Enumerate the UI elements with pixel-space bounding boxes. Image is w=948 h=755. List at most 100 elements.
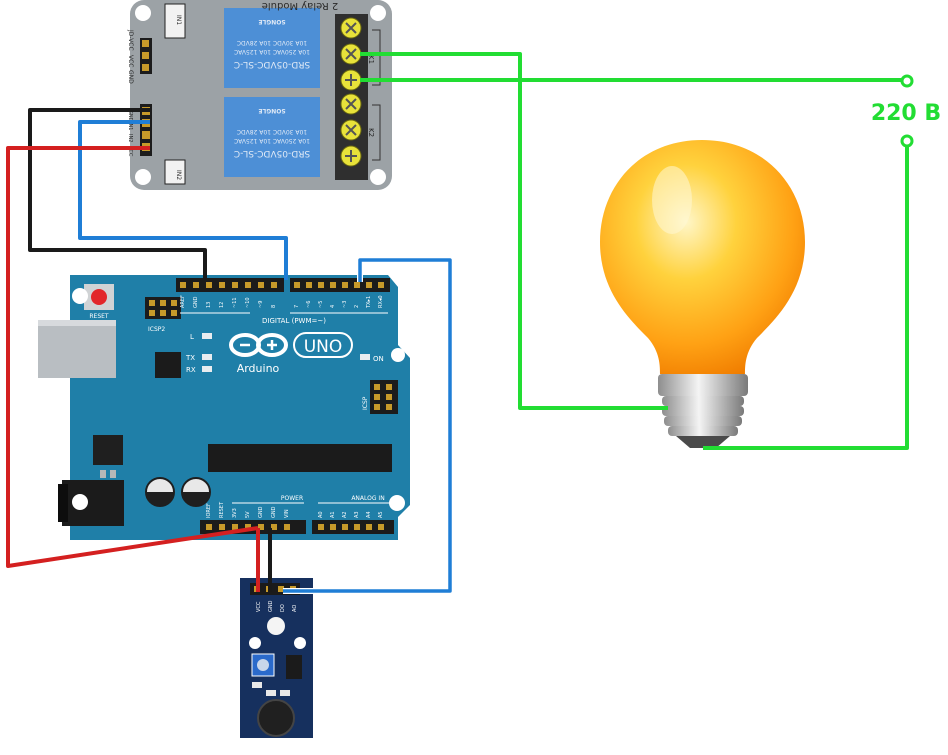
power-pin-label: VIN (284, 509, 290, 518)
analog-pin-label: A3 (354, 511, 360, 518)
digital-pin-label: TX▸1 (366, 296, 372, 309)
sensor-pin-gnd: GND (268, 600, 274, 612)
relay-2-brand: SONGLE (258, 107, 285, 114)
digital-pin-hole (318, 282, 324, 288)
power-pin-hole (219, 524, 225, 530)
digital-pin-label: ~10 (245, 297, 251, 308)
digital-header-holes (180, 282, 384, 288)
wire-lamp-return-green (703, 142, 909, 450)
digital-pin-hole (294, 282, 300, 288)
power-pin-hole (271, 524, 277, 530)
relay-2-rating-1: 10A 250VAC 10A 125VAC (234, 137, 310, 144)
sensor-pin-ao: AO (292, 605, 298, 612)
arduino-analog-label: ANALOG IN (351, 495, 384, 502)
digital-pin-label: ~9 (258, 301, 264, 308)
relay-power-pin-gnd: GND (127, 70, 134, 84)
relay-module: SRD-05VDC-SL-C 10A 250VAC 10A 125VAC 10A… (127, 0, 392, 190)
digital-pin-label: 2 (354, 305, 360, 308)
digital-pin-hole (180, 282, 186, 288)
arduino-on-label: ON (373, 355, 384, 363)
light-bulb (600, 140, 805, 448)
digital-pin-hole (206, 282, 212, 288)
digital-pin-label: ~3 (342, 301, 348, 308)
wire-sensor-do-blue-core (283, 258, 452, 593)
digital-pin-label: RX◂0 (378, 295, 384, 308)
relay-1-brand: SONGLE (258, 18, 285, 25)
power-pin-hole (245, 524, 251, 530)
wire-relay-com-green (360, 52, 668, 410)
power-pin-hole (232, 524, 238, 530)
digital-pin-label: ~11 (232, 297, 238, 308)
analog-pin-hole (318, 524, 324, 530)
relay-power-pin-vcc: VCC (127, 55, 134, 67)
power-pin-label: RESET (219, 501, 225, 518)
relay-channel-k2: K2 (367, 128, 375, 137)
relay-2-model: SRD-05VDC-SL-C (234, 148, 310, 158)
power-pin-label: IOREF (206, 503, 212, 518)
arduino-digital-label: DIGITAL (PWM=~) (262, 317, 326, 325)
wire-in1-blue (78, 120, 288, 280)
digital-pin-hole (354, 282, 360, 288)
digital-pin-hole (330, 282, 336, 288)
relay-1-rating-2: 10A 30VDC 10A 28VDC (237, 39, 307, 46)
analog-pin-label: A2 (342, 511, 348, 518)
analog-pin-hole (342, 524, 348, 530)
bottom-header-holes (206, 524, 384, 530)
arduino-power-label: POWER (281, 495, 303, 502)
relay-1-model: SRD-05VDC-SL-C (234, 59, 310, 69)
arduino-led-tx: TX (185, 354, 195, 362)
power-pin-label: GND (271, 506, 277, 518)
relay-screw-terminals (340, 17, 362, 167)
digital-pin-hole (193, 282, 199, 288)
wire-gnd-black (28, 108, 207, 280)
digital-pin-label: 7 (294, 305, 300, 308)
digital-pin-hole (245, 282, 251, 288)
analog-pin-label: A0 (318, 511, 324, 518)
relay-module-title: 2 Relay Module (262, 0, 339, 11)
digital-pin-hole (232, 282, 238, 288)
digital-pin-label: ~5 (318, 301, 324, 308)
digital-pin-label: GND (193, 296, 199, 308)
analog-pin-label: A5 (378, 511, 384, 518)
arduino-logo: UNO Arduino (229, 332, 353, 375)
arduino-led-l: L (190, 333, 194, 341)
digital-pin-label: 13 (206, 302, 212, 308)
digital-pin-label: 4 (330, 305, 336, 308)
mains-voltage-label: 220 B (871, 101, 941, 126)
analog-pin-hole (354, 524, 360, 530)
arduino-brand-text: Arduino (237, 362, 280, 375)
arduino-icsp-label: ICSP (362, 396, 369, 410)
power-pin-hole (258, 524, 264, 530)
arduino-icsp2-label: ICSP2 (148, 326, 165, 333)
relay-led-in1: IN1 (175, 15, 182, 25)
sensor-pin-do: DO (280, 604, 286, 612)
wire-vcc-red (6, 146, 259, 568)
relay-in-pin-vcc: VCC (127, 146, 133, 157)
analog-pin-hole (330, 524, 336, 530)
sound-sensor-module: VCC GND DO AO (240, 578, 313, 738)
power-pin-hole (206, 524, 212, 530)
arduino-reset-label: RESET (89, 313, 109, 320)
analog-pin-labels: A0 A1 A2 A3 A4 A5 (318, 511, 384, 518)
relay-1 (224, 8, 320, 88)
digital-pin-hole (258, 282, 264, 288)
digital-pin-hole (306, 282, 312, 288)
digital-pin-label: ~6 (306, 301, 312, 308)
digital-pin-hole (271, 282, 277, 288)
digital-pin-hole (366, 282, 372, 288)
analog-pin-label: A1 (330, 511, 336, 518)
digital-pin-hole (378, 282, 384, 288)
analog-pin-label: A4 (366, 511, 372, 518)
relay-in-pin-in1: IN1 (127, 122, 133, 130)
relay-channel-k1: K1 (367, 55, 375, 64)
relay-power-pin-jdvcc: JD-VCC (127, 29, 134, 51)
analog-pin-hole (366, 524, 372, 530)
power-pin-label: 3V3 (232, 508, 238, 518)
wires (6, 52, 914, 594)
relay-2-rating-2: 10A 30VDC 10A 28VDC (237, 128, 307, 135)
analog-pin-hole (378, 524, 384, 530)
